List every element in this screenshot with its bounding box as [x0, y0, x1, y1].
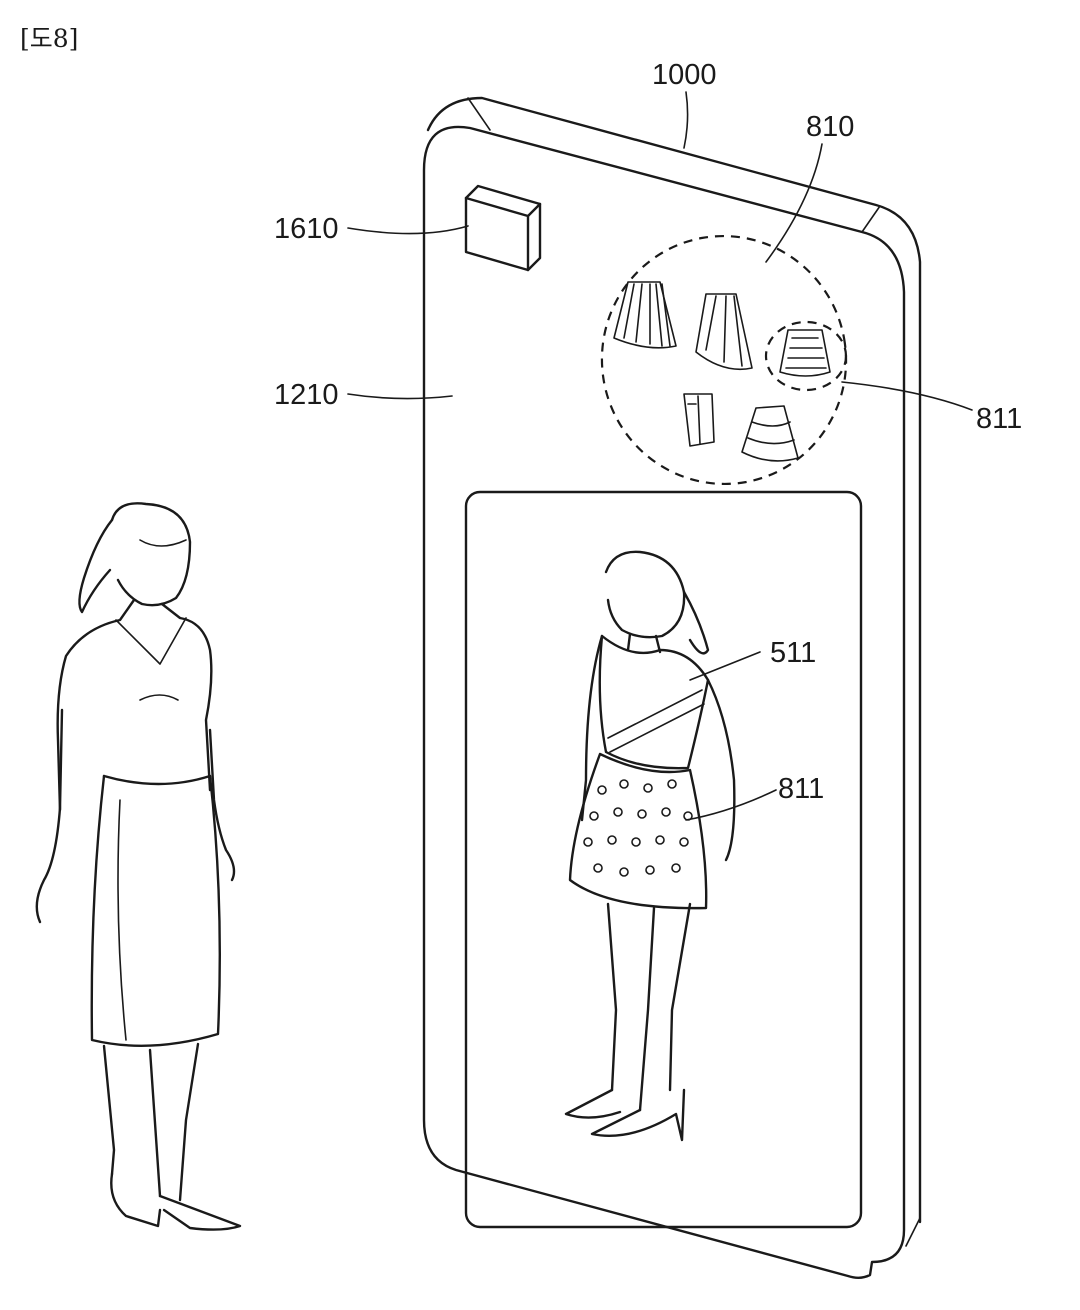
display-screen	[464, 490, 863, 1229]
label-device: 1000	[652, 59, 717, 91]
skirt-icon-1	[613, 281, 677, 349]
person-standing	[35, 502, 242, 1231]
catalog-ellipse-810	[600, 234, 848, 486]
skirt-icon-5	[741, 405, 799, 462]
person-on-screen	[564, 550, 736, 1142]
label-display: 1210	[274, 379, 339, 411]
device-1000	[422, 96, 922, 1279]
label-camera: 1610	[274, 213, 339, 245]
skirt-icon-4	[683, 393, 715, 447]
label-top-garment: 511	[770, 637, 816, 669]
leader-lines	[347, 91, 973, 821]
skirt-icon-3	[779, 329, 831, 377]
label-applied-item: 811	[778, 773, 824, 805]
skirt-icon-2	[695, 293, 753, 371]
figure-header: [도8]	[20, 24, 78, 53]
label-selected-item: 811	[976, 403, 1022, 435]
label-catalog: 810	[806, 111, 854, 143]
camera-1610	[464, 184, 542, 272]
skirt-dots	[583, 779, 693, 877]
selected-item-ring-811	[764, 320, 848, 392]
